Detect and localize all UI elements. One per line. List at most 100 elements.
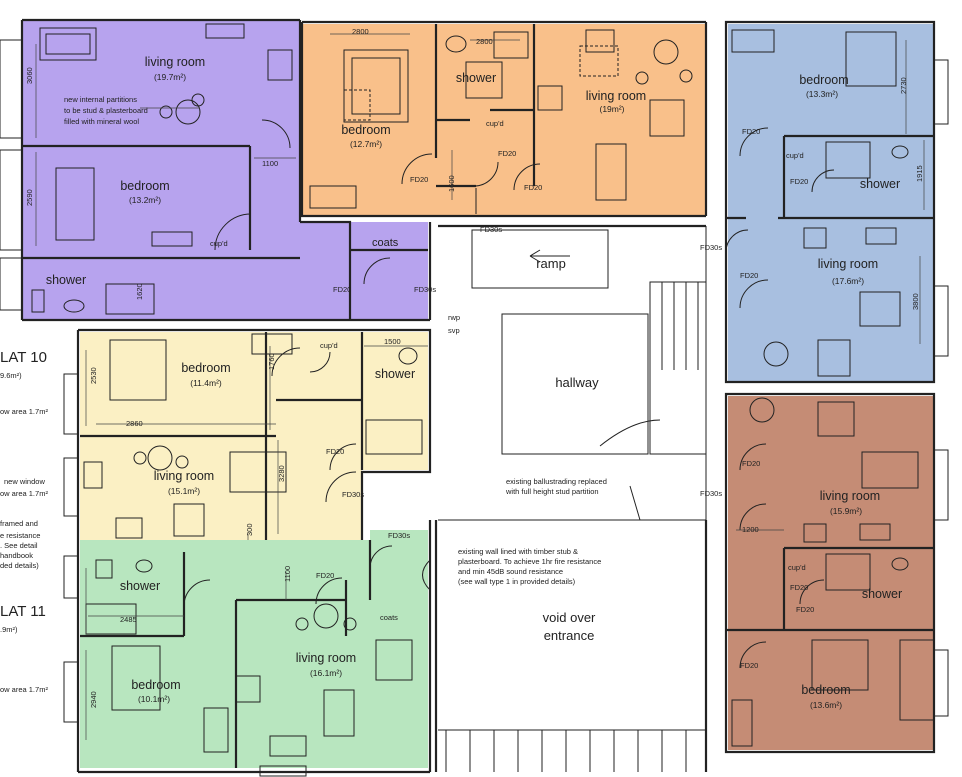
blue-shower-label: shower xyxy=(860,177,900,191)
dim-2940: 2940 xyxy=(89,691,98,708)
orange-fd20-c: FD20 xyxy=(524,183,542,192)
hallway-label: hallway xyxy=(555,375,599,390)
dim-1200: 1200 xyxy=(742,525,759,534)
blue-fd20-c: FD20 xyxy=(740,271,758,280)
purple-living-label: living room xyxy=(145,55,205,69)
wall-note-line1: existing wall lined with timber stub & xyxy=(458,547,578,556)
orange-fd20-b: FD20 xyxy=(498,149,516,158)
flat11-title: LAT 11 xyxy=(0,603,46,620)
purple-bedroom-area: (13.2m²) xyxy=(129,195,161,205)
purple-living-area: (19.7m²) xyxy=(154,72,186,82)
green-bedroom-label: bedroom xyxy=(131,678,180,692)
svp-label: svp xyxy=(448,326,460,335)
orange-fd30s: FD30s xyxy=(480,225,502,234)
rwp-label: rwp xyxy=(448,313,460,322)
dim-2530: 2530 xyxy=(89,367,98,384)
dim-2800-b: 2800 xyxy=(476,37,493,46)
orange-shower-label: shower xyxy=(456,71,496,85)
blue-fd20-a: FD20 xyxy=(742,127,760,136)
brown-cupd-label: cup'd xyxy=(788,563,806,572)
dim-2485: 2485 xyxy=(120,615,137,624)
flat10-area: 9.6m²) xyxy=(0,371,22,380)
purple-shower-label: shower xyxy=(46,273,86,287)
partition-note-line2: to be stud & plasterboard xyxy=(64,106,148,115)
green-fd30s: FD30s xyxy=(388,531,410,540)
dim-1500: 1500 xyxy=(384,337,401,346)
yellow-bedroom-area: (11.4m²) xyxy=(190,378,222,388)
purple-coats-label: coats xyxy=(372,237,399,249)
flat10-note-2: e resistance xyxy=(0,531,40,540)
green-living-area: (16.1m²) xyxy=(310,668,342,678)
wall-note-line2: plasterboard. To achieve 1hr fire resist… xyxy=(458,557,601,566)
green-coats-label: coats xyxy=(380,613,398,622)
ramp-label: ramp xyxy=(536,256,566,271)
flat10-note-1: framed and xyxy=(0,519,38,528)
green-flat-area xyxy=(80,530,428,768)
flat10-window-area-2: ow area 1.7m² xyxy=(0,489,48,498)
brown-fd20-b: FD20 xyxy=(790,583,808,592)
purple-fd30s-label: FD30s xyxy=(414,285,436,294)
brown-bedroom-label: bedroom xyxy=(801,683,850,697)
orange-cupd-label: cup'd xyxy=(486,119,504,128)
yellow-fd30s: FD30s xyxy=(342,490,364,499)
blue-bedroom-label: bedroom xyxy=(799,73,848,87)
yellow-cupd-label: cup'd xyxy=(320,341,338,350)
green-bedroom-area: (10.1m²) xyxy=(138,694,170,704)
dim-300: 300 xyxy=(245,523,254,536)
dim-2800-a: 2800 xyxy=(352,27,369,36)
yellow-living-area: (15.1m²) xyxy=(168,486,200,496)
partition-note-line3: filled with mineral wool xyxy=(64,117,139,126)
ballustrading-note-line2: with full height stud partition xyxy=(505,487,599,496)
wall-note-line3: and min 45dB sound resistance xyxy=(458,567,563,576)
brown-bedroom-area: (13.6m²) xyxy=(810,700,842,710)
flat11-area: .9m²) xyxy=(0,625,18,634)
dim-1100-purple: 1100 xyxy=(262,159,278,168)
brown-fd20-c: FD20 xyxy=(796,605,814,614)
dim-1600: 1600 xyxy=(447,175,456,192)
green-shower-label: shower xyxy=(120,579,160,593)
void-label-line1: void over xyxy=(543,610,596,625)
dim-1100-green: 1100 xyxy=(283,566,292,582)
blue-bedroom-area: (13.3m²) xyxy=(806,89,838,99)
brown-shower-label: shower xyxy=(862,587,902,601)
orange-fd20-a: FD20 xyxy=(410,175,428,184)
flat11-window-area: ow area 1.7m² xyxy=(0,685,48,694)
purple-flat-area xyxy=(22,20,428,320)
flat10-window-area-1: ow area 1.7m² xyxy=(0,407,48,416)
brown-living-label: living room xyxy=(820,489,880,503)
dim-2860: 2860 xyxy=(126,419,143,428)
dim-3800: 3800 xyxy=(911,293,920,310)
yellow-shower-label: shower xyxy=(375,367,415,381)
green-fd20: FD20 xyxy=(316,571,334,580)
flat10-note-5: ded details) xyxy=(0,561,39,570)
orange-living-label: living room xyxy=(586,89,646,103)
brown-fd20-a: FD20 xyxy=(742,459,760,468)
flat10-note-3: . See detail xyxy=(0,541,38,550)
green-living-label: living room xyxy=(296,651,356,665)
yellow-living-label: living room xyxy=(154,469,214,483)
orange-bedroom-area: (12.7m²) xyxy=(350,139,382,149)
blue-fd20-b: FD20 xyxy=(790,177,808,186)
orange-living-area: (19m²) xyxy=(599,104,624,114)
purple-cupd-label: cup'd xyxy=(210,239,228,248)
blue-cupd-label: cup'd xyxy=(786,151,804,160)
brown-fd20-d: FD20 xyxy=(740,661,758,670)
purple-bedroom-label: bedroom xyxy=(120,179,169,193)
blue-living-area: (17.6m²) xyxy=(832,276,864,286)
blue-living-label: living room xyxy=(818,257,878,271)
flat10-new-window: new window xyxy=(4,477,45,486)
dim-3060: 3060 xyxy=(25,67,34,84)
void-label-line2: entrance xyxy=(544,628,595,643)
ballustrading-note-line1: existing ballustrading replaced xyxy=(506,477,607,486)
orange-bedroom-label: bedroom xyxy=(341,123,390,137)
blue-fd30s: FD30s xyxy=(700,243,722,252)
yellow-fd20: FD20 xyxy=(326,447,344,456)
dim-2730: 2730 xyxy=(899,77,908,94)
dim-2590: 2590 xyxy=(25,189,34,206)
wall-note-line4: (see wall type 1 in provided details) xyxy=(458,577,576,586)
purple-fd20-label: FD20 xyxy=(333,285,351,294)
yellow-bedroom-label: bedroom xyxy=(181,361,230,375)
flat10-note-4: handbook xyxy=(0,551,33,560)
